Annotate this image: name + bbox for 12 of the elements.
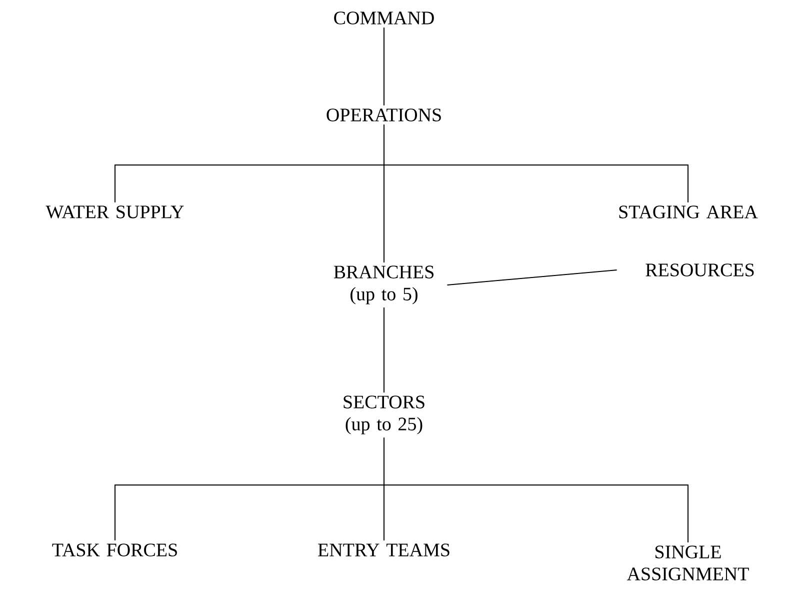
connector-line: [384, 437, 688, 543]
org-label: ENTRY TEAMS: [318, 544, 450, 556]
org-label: RESOURCES: [646, 264, 754, 276]
org-label: SINGLE ASSIGNMENT: [626, 546, 749, 580]
org-label: OPERATIONS: [326, 108, 441, 122]
org-label: WATER SUPPLY: [46, 206, 184, 218]
connector-line: [446, 270, 618, 286]
org-label: BRANCHES (up to 5): [334, 266, 434, 304]
org-label: STAGING AREA: [619, 206, 758, 218]
org-label: COMMAND: [334, 12, 434, 24]
org-label: TASK FORCES: [52, 544, 177, 556]
org-label: SECTORS (up to 25): [344, 396, 424, 434]
